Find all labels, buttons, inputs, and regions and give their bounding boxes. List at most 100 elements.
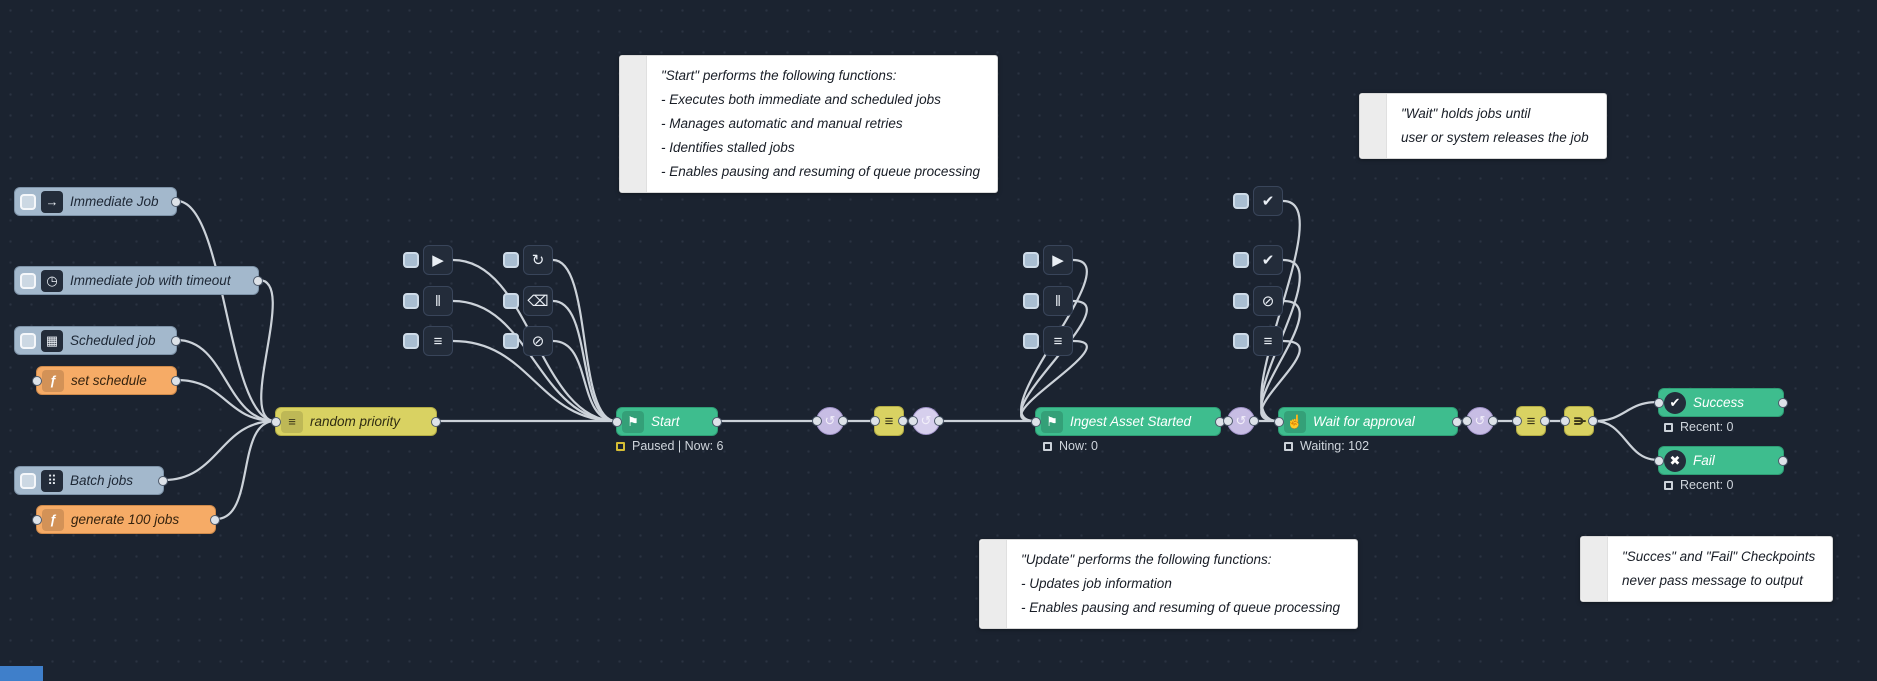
output-port[interactable] (934, 416, 944, 426)
input-port[interactable] (32, 375, 42, 386)
wire[interactable] (257, 278, 277, 423)
output-port[interactable] (838, 416, 848, 426)
node-play-control[interactable]: ▶ (1023, 245, 1073, 275)
node-pause-control[interactable]: ‖ (403, 286, 453, 316)
output-port[interactable] (158, 475, 168, 486)
wire[interactable] (175, 338, 277, 423)
node-generate-100-jobs[interactable]: ƒ generate 100 jobs (32, 505, 220, 534)
wire[interactable] (162, 419, 277, 482)
node-batch-jobs[interactable]: ⠿ Batch jobs (14, 466, 168, 495)
node-fail[interactable]: ✖ Fail (1654, 446, 1788, 475)
input-port[interactable] (1512, 416, 1522, 426)
wire[interactable] (1260, 339, 1301, 423)
node-wait-for-approval[interactable]: ☝ Wait for approval (1274, 407, 1462, 436)
node-approve-control[interactable]: ✔ (1233, 186, 1283, 216)
input-port[interactable] (1560, 416, 1570, 426)
node-list-control[interactable]: ≡ (1233, 326, 1283, 356)
input-port[interactable] (870, 416, 880, 426)
output-port[interactable] (1488, 416, 1498, 426)
inject-button[interactable] (1023, 252, 1039, 268)
inject-button[interactable] (503, 293, 519, 309)
inject-button[interactable] (1023, 293, 1039, 309)
inject-button[interactable] (403, 333, 419, 349)
wire[interactable] (451, 339, 618, 423)
node-link-in[interactable]: ↺ (1223, 407, 1259, 435)
output-port[interactable] (1778, 397, 1788, 408)
output-port[interactable] (171, 375, 181, 386)
node-immediate-job-with-timeout[interactable]: ◷ Immediate job with timeout (14, 266, 263, 295)
node-block-control[interactable]: ⊘ (503, 326, 553, 356)
wire[interactable] (551, 339, 618, 423)
inject-button[interactable] (1233, 333, 1249, 349)
input-port[interactable] (812, 416, 822, 426)
output-port[interactable] (171, 335, 181, 346)
node-scheduled-job[interactable]: ▦ Scheduled job (14, 326, 181, 355)
output-port[interactable] (1452, 416, 1462, 427)
inject-button[interactable] (403, 252, 419, 268)
output-port[interactable] (712, 416, 722, 427)
input-port[interactable] (1654, 455, 1664, 466)
inject-button[interactable] (1233, 193, 1249, 209)
output-port[interactable] (1778, 455, 1788, 466)
node-switch[interactable]: ⋔ (1560, 406, 1598, 436)
node-ingest-asset-started[interactable]: ⚑ Ingest Asset Started (1031, 407, 1225, 436)
node-pause-control[interactable]: ‖ (1023, 286, 1073, 316)
output-port[interactable] (898, 416, 908, 426)
wire[interactable] (551, 299, 618, 423)
output-port[interactable] (210, 514, 220, 525)
output-port[interactable] (1588, 416, 1598, 426)
inject-button[interactable] (1233, 252, 1249, 268)
inject-button[interactable] (1023, 333, 1039, 349)
node-set-schedule[interactable]: ƒ set schedule (32, 366, 181, 395)
node-link-out[interactable]: ↺ (1462, 407, 1498, 435)
input-port[interactable] (612, 416, 622, 427)
input-port[interactable] (32, 514, 42, 525)
node-success[interactable]: ✔ Success (1654, 388, 1788, 417)
node-list-control[interactable]: ≡ (403, 326, 453, 356)
input-port[interactable] (1654, 397, 1664, 408)
inject-button[interactable] (20, 332, 36, 349)
node-queue-list[interactable]: ≡ (870, 406, 908, 436)
output-port[interactable] (171, 196, 181, 207)
node-block-control[interactable]: ⊘ (1233, 286, 1283, 316)
input-port[interactable] (1274, 416, 1284, 427)
node-play-control[interactable]: ▶ (403, 245, 453, 275)
output-port[interactable] (431, 416, 441, 427)
input-port[interactable] (271, 416, 281, 427)
comment-checkpoint-info[interactable]: "Succes" and "Fail" Checkpoints never pa… (1580, 536, 1834, 602)
output-port[interactable] (253, 275, 263, 286)
node-list-control[interactable]: ≡ (1023, 326, 1073, 356)
wire[interactable] (175, 199, 277, 423)
wire[interactable] (551, 258, 618, 423)
node-trash-control[interactable]: ⌫ (503, 286, 553, 316)
node-random-priority[interactable]: ≡ random priority (271, 407, 441, 436)
comment-update-info[interactable]: "Update" performs the following function… (979, 539, 1358, 629)
node-link-out[interactable]: ↺ (812, 407, 848, 435)
inject-button[interactable] (20, 193, 36, 210)
wire[interactable] (1592, 419, 1660, 462)
node-immediate-job[interactable]: → Immediate Job (14, 187, 181, 216)
node-approve-control[interactable]: ✔ (1233, 245, 1283, 275)
wire[interactable] (175, 378, 277, 423)
comment-wait-info[interactable]: "Wait" holds jobs until user or system r… (1359, 93, 1607, 159)
wire[interactable] (1260, 299, 1301, 423)
wire[interactable] (1020, 339, 1088, 423)
comment-start-info[interactable]: "Start" performs the following functions… (619, 55, 998, 193)
node-retry-control[interactable]: ↻ (503, 245, 553, 275)
wire[interactable] (1592, 400, 1660, 423)
input-port[interactable] (1031, 416, 1041, 427)
inject-button[interactable] (403, 293, 419, 309)
output-port[interactable] (1540, 416, 1550, 426)
output-port[interactable] (1249, 416, 1259, 426)
node-queue-list[interactable]: ≡ (1512, 406, 1550, 436)
wire[interactable] (451, 299, 618, 423)
input-port[interactable] (1223, 416, 1233, 426)
inject-button[interactable] (503, 252, 519, 268)
node-link-in[interactable]: ↺ (908, 407, 944, 435)
inject-button[interactable] (20, 472, 36, 489)
input-port[interactable] (1462, 416, 1472, 426)
inject-button[interactable] (1233, 293, 1249, 309)
input-port[interactable] (908, 416, 918, 426)
node-start[interactable]: ⚑ Start (612, 407, 722, 436)
